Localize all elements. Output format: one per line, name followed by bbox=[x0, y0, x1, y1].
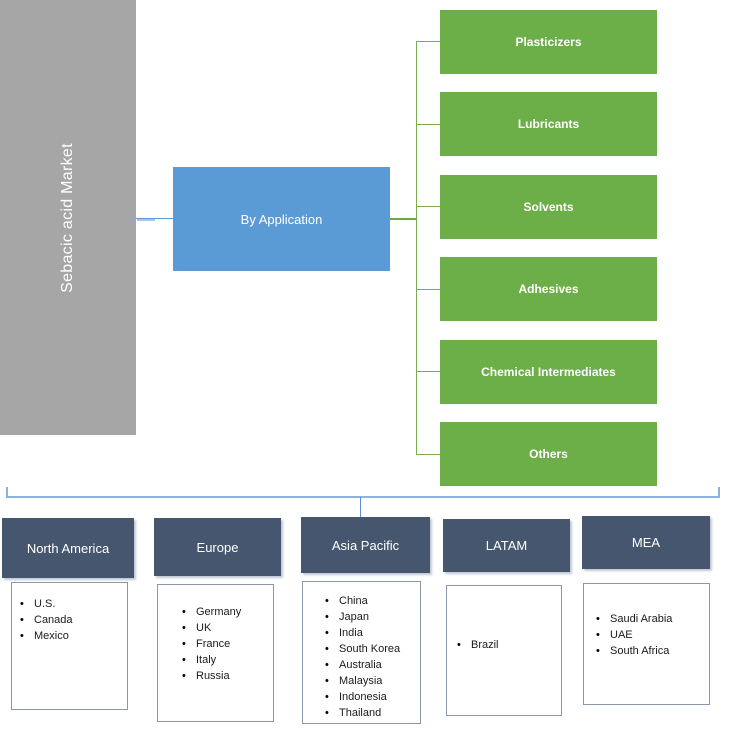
segment-node-label: By Application bbox=[240, 211, 323, 227]
applications-trunk-line bbox=[416, 41, 417, 454]
root-to-segment-connector bbox=[136, 218, 173, 219]
list-item: France bbox=[182, 637, 241, 653]
application-label: Solvents bbox=[523, 200, 574, 214]
application-branch-line-5 bbox=[416, 371, 440, 372]
root-banner: Sebacic acid Market bbox=[0, 0, 136, 435]
application-branch-line-1 bbox=[416, 41, 440, 42]
list-item: Brazil bbox=[457, 638, 498, 654]
list-item: South Korea bbox=[325, 642, 400, 658]
list-item: Germany bbox=[182, 605, 241, 621]
application-label: Lubricants bbox=[517, 117, 580, 131]
application-branch-line-2 bbox=[416, 124, 440, 125]
regions-bracket-cap-right bbox=[718, 487, 720, 497]
region-list-latam: Brazil bbox=[446, 585, 562, 716]
application-box-lubricants[interactable]: Lubricants bbox=[440, 92, 657, 156]
region-header-label: Europe bbox=[196, 539, 239, 555]
application-box-plasticizers[interactable]: Plasticizers bbox=[440, 10, 657, 74]
list-item: UK bbox=[182, 621, 241, 637]
application-branch-line-3 bbox=[416, 206, 440, 207]
application-box-solvents[interactable]: Solvents bbox=[440, 175, 657, 239]
application-branch-line-6 bbox=[416, 454, 440, 455]
list-item: Thailand bbox=[325, 706, 400, 722]
root-banner-label: Sebacic acid Market bbox=[59, 142, 76, 293]
region-header-label: North America bbox=[26, 540, 110, 556]
application-label: Chemical Intermediates bbox=[481, 365, 616, 379]
list-item: U.S. bbox=[20, 597, 73, 613]
segment-to-applications-connector bbox=[390, 218, 417, 220]
region-list-asia-pacific: China Japan India South Korea Australia … bbox=[302, 581, 421, 724]
list-item: Mexico bbox=[20, 629, 73, 645]
list-item: Canada bbox=[20, 613, 72, 629]
region-header-europe[interactable]: Europe bbox=[154, 518, 281, 576]
application-label: Others bbox=[529, 447, 568, 461]
list-item: UAE bbox=[596, 628, 672, 644]
application-label: Plasticizers bbox=[515, 35, 582, 49]
application-box-chemical-intermediates[interactable]: Chemical Intermediates bbox=[440, 340, 657, 404]
root-to-segment-connector-highlight bbox=[137, 219, 155, 221]
list-item: Saudi Arabia bbox=[596, 612, 672, 628]
segment-node-by-application[interactable]: By Application bbox=[173, 167, 390, 271]
region-header-label: LATAM bbox=[485, 538, 528, 553]
region-list-north-america: U.S. Canada Mexico bbox=[11, 582, 128, 710]
region-header-mea[interactable]: MEA bbox=[582, 516, 710, 569]
application-branch-line-4 bbox=[416, 289, 440, 290]
list-item: Indonesia bbox=[325, 690, 400, 706]
regions-bracket-cap-left bbox=[6, 487, 8, 497]
region-list-europe: Germany UK France Italy Russia bbox=[157, 584, 274, 722]
region-list-mea: Saudi Arabia UAE South Africa bbox=[583, 583, 710, 705]
list-item: China bbox=[325, 594, 400, 610]
list-item: India bbox=[325, 626, 400, 642]
regions-bracket-line bbox=[6, 496, 720, 498]
application-label: Adhesives bbox=[518, 282, 579, 296]
list-item: Russia bbox=[182, 669, 241, 685]
region-header-latam[interactable]: LATAM bbox=[443, 519, 570, 572]
list-item: South Africa bbox=[596, 644, 672, 660]
list-item: Japan bbox=[325, 610, 400, 626]
application-box-others[interactable]: Others bbox=[440, 422, 657, 486]
application-box-adhesives[interactable]: Adhesives bbox=[440, 257, 657, 321]
list-item: Australia bbox=[325, 658, 400, 674]
region-header-asia-pacific[interactable]: Asia Pacific bbox=[301, 517, 430, 573]
regions-bracket-stem bbox=[360, 497, 361, 517]
list-item: Malaysia bbox=[325, 674, 400, 690]
region-header-label: MEA bbox=[631, 535, 661, 550]
list-item: Italy bbox=[182, 653, 241, 669]
region-header-north-america[interactable]: North America bbox=[2, 518, 134, 578]
region-header-label: Asia Pacific bbox=[331, 537, 400, 553]
